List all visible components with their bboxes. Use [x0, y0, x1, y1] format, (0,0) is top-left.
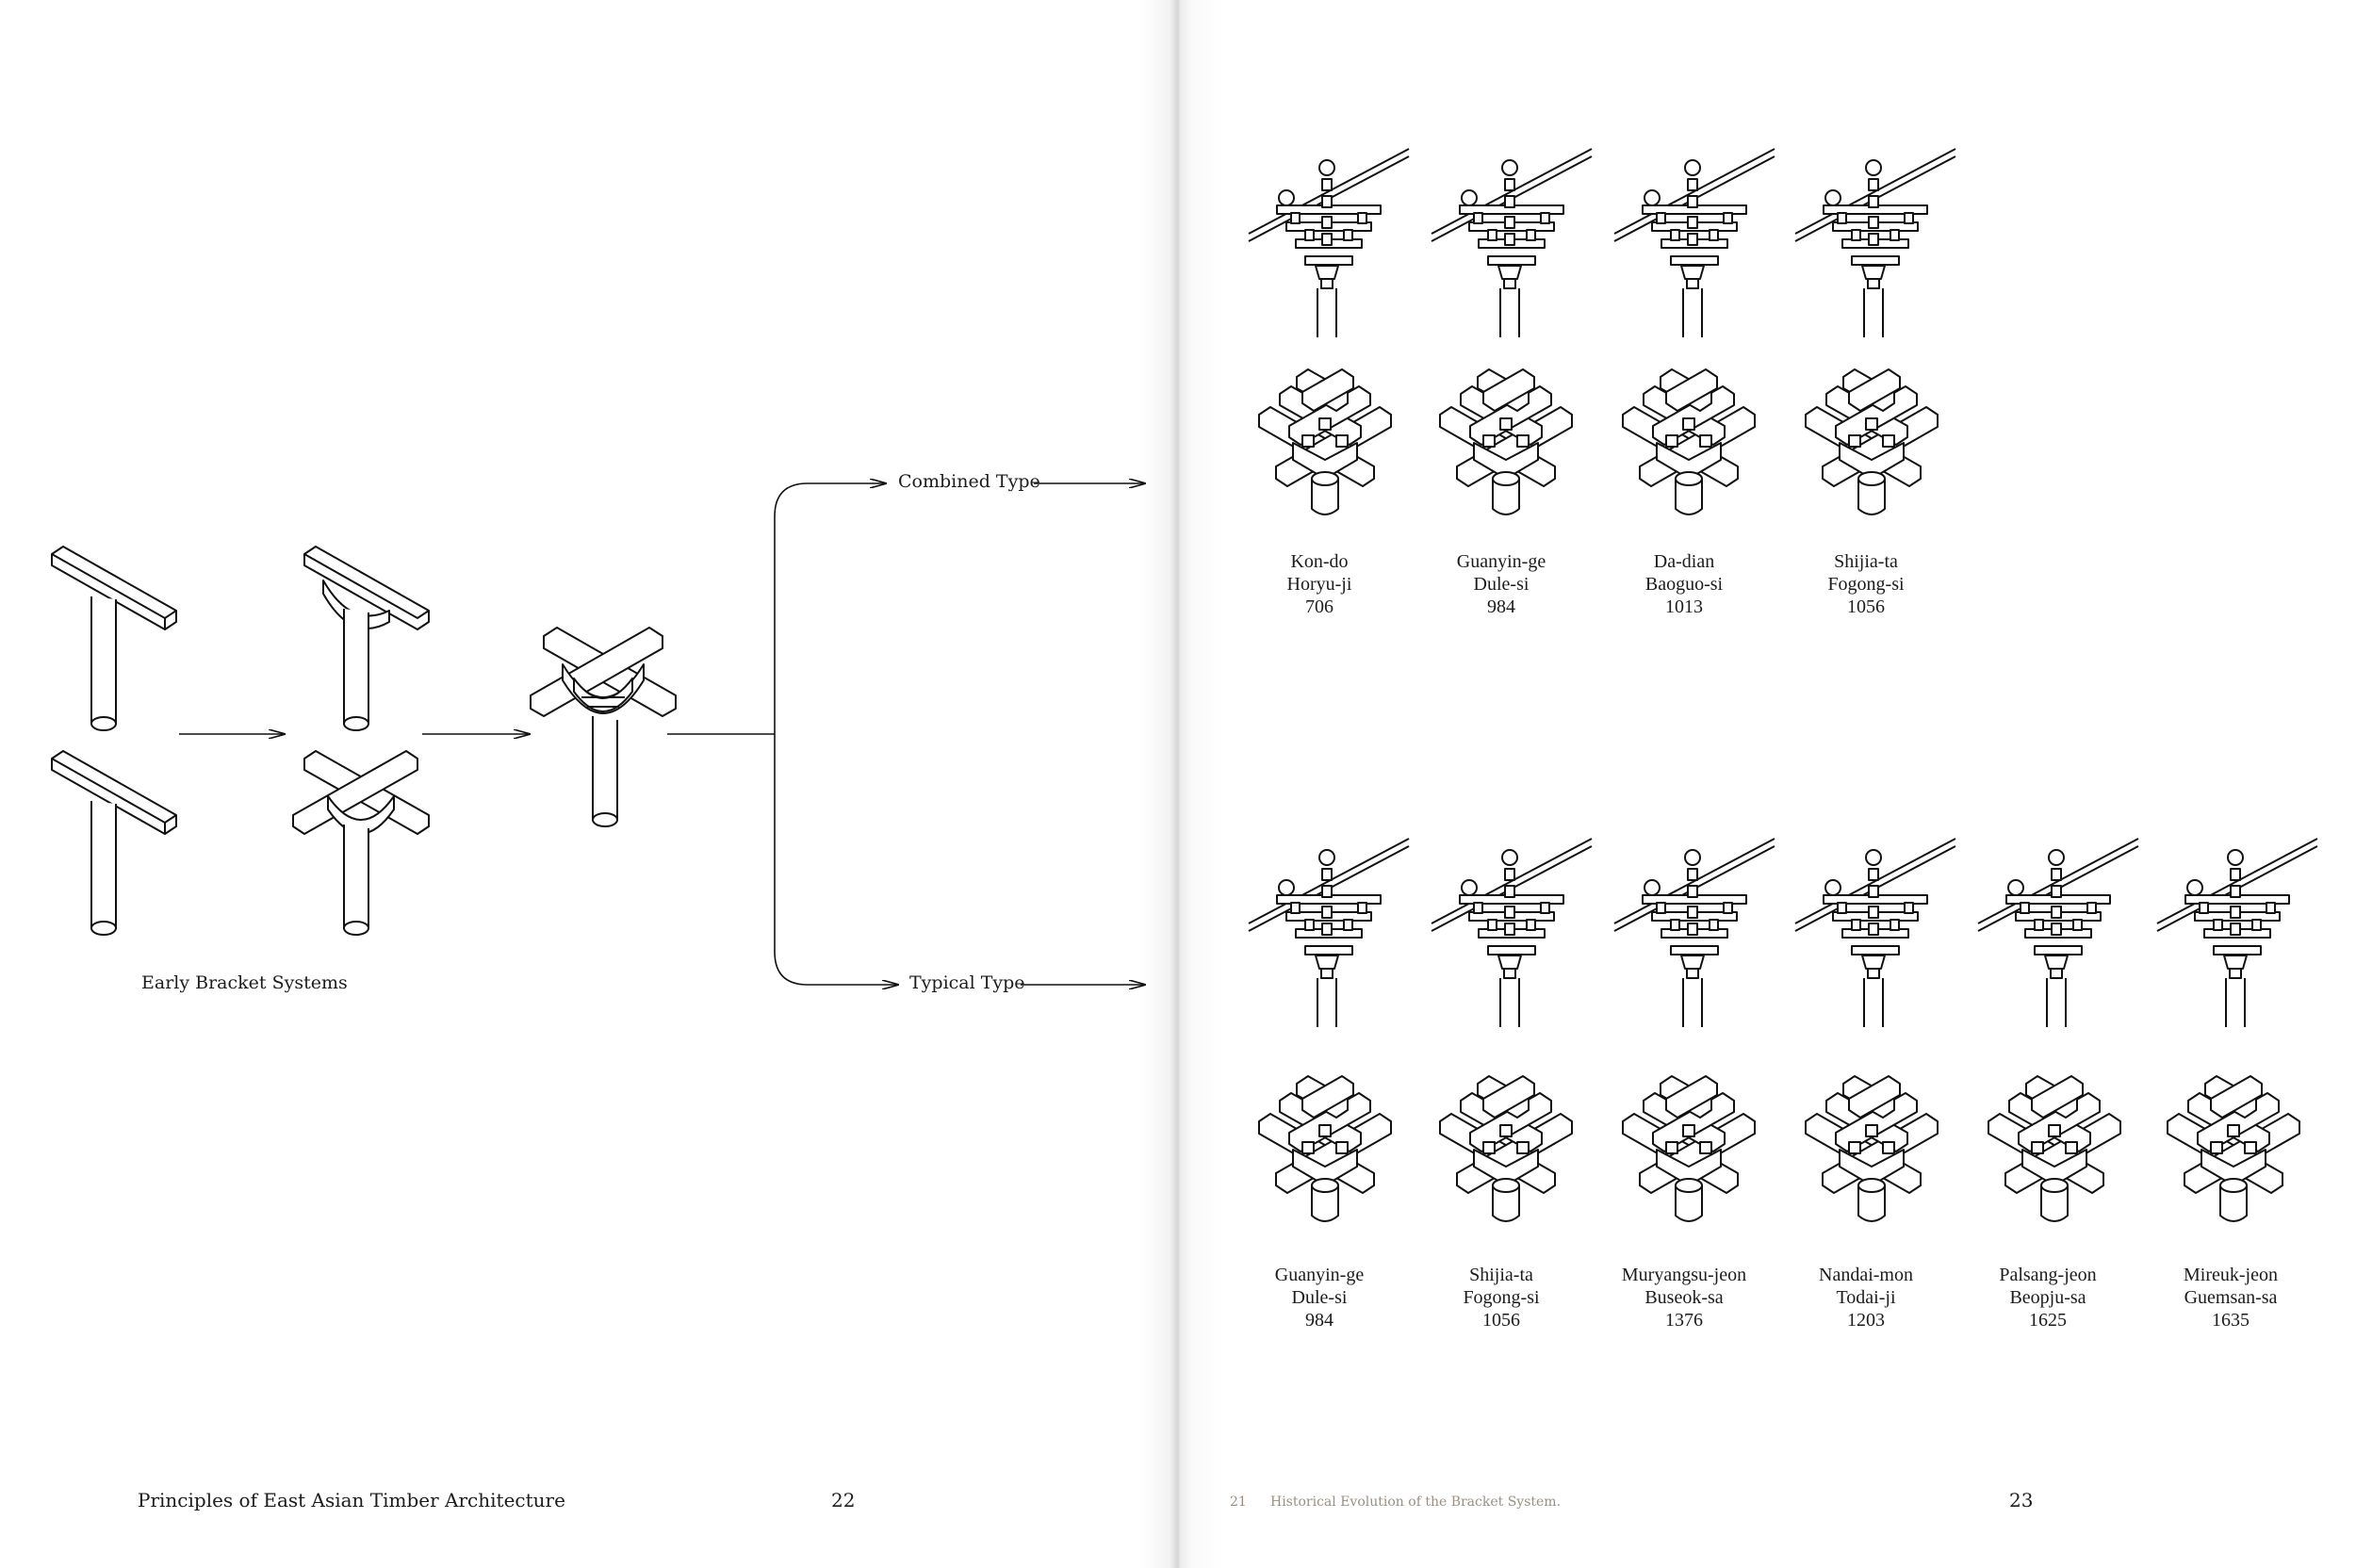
isometric-drawing [1622, 1075, 1756, 1222]
figure-caption: Kon-do Horyu-ji 706 [1286, 551, 1352, 617]
figure-caption: Guanyin-ge Dule-si 984 [1274, 1265, 1365, 1331]
isometric-drawing [1805, 368, 1939, 515]
isometric-drawing [1805, 1075, 1939, 1222]
right-page [1178, 0, 2356, 1568]
figure-caption: Shijia-ta Fogong-si 1056 [1463, 1265, 1540, 1331]
page-number-left: 22 [831, 1489, 856, 1511]
elevation-drawing [1248, 838, 1410, 1028]
isometric-drawing [1258, 1075, 1392, 1222]
elevation-drawing [1431, 838, 1593, 1028]
elevation-drawing [1431, 148, 1593, 338]
isometric-drawing [2167, 1075, 2300, 1222]
typical-type-label: Typical Type [909, 972, 1025, 993]
figure-caption-footer: Historical Evolution of the Bracket Syst… [1270, 1494, 1562, 1510]
isometric-drawing [1258, 368, 1392, 515]
left-page [0, 0, 1178, 1568]
elevation-drawing [1248, 148, 1410, 338]
elevation-drawing [1977, 838, 2139, 1028]
early-bracket-drawing [51, 546, 177, 731]
branch-arrow-icon [774, 734, 898, 985]
figure-caption: Shijia-ta Fogong-si 1056 [1827, 551, 1905, 617]
figure-caption: Mireuk-jeon Guemsan-sa 1635 [2184, 1265, 2278, 1331]
early-bracket-drawing [292, 750, 430, 936]
figure-caption: Da-dian Baoguo-si 1013 [1644, 551, 1724, 617]
combined-bracket-drawing [530, 627, 677, 827]
isometric-drawing [1622, 368, 1756, 515]
elevation-drawing [1794, 148, 1956, 338]
figure-caption: Guanyin-ge Dule-si 984 [1456, 551, 1546, 617]
isometric-drawing [1439, 368, 1573, 515]
elevation-drawing [1613, 148, 1775, 338]
page-number-right: 23 [2009, 1489, 2034, 1511]
branch-arrow-icon [774, 483, 886, 734]
figure-caption: Palsang-jeon Beopju-sa 1625 [1999, 1265, 2097, 1331]
combined-type-label: Combined Type [898, 471, 1040, 492]
early-bracket-systems-label: Early Bracket Systems [141, 972, 348, 993]
elevation-drawing [1613, 838, 1775, 1028]
book-title-footer: Principles of East Asian Timber Architec… [138, 1489, 565, 1511]
figure-caption: Nandai-mon Todai-ji 1203 [1819, 1265, 1913, 1331]
elevation-drawing [1794, 838, 1956, 1028]
figure-caption: Muryangsu-jeon Buseok-sa 1376 [1621, 1265, 1747, 1331]
early-bracket-drawing [303, 546, 430, 731]
elevation-drawing [2156, 838, 2318, 1028]
isometric-drawing [1439, 1075, 1573, 1222]
early-bracket-drawing [51, 750, 177, 936]
isometric-drawing [1988, 1075, 2121, 1222]
figure-number: 21 [1230, 1494, 1247, 1510]
